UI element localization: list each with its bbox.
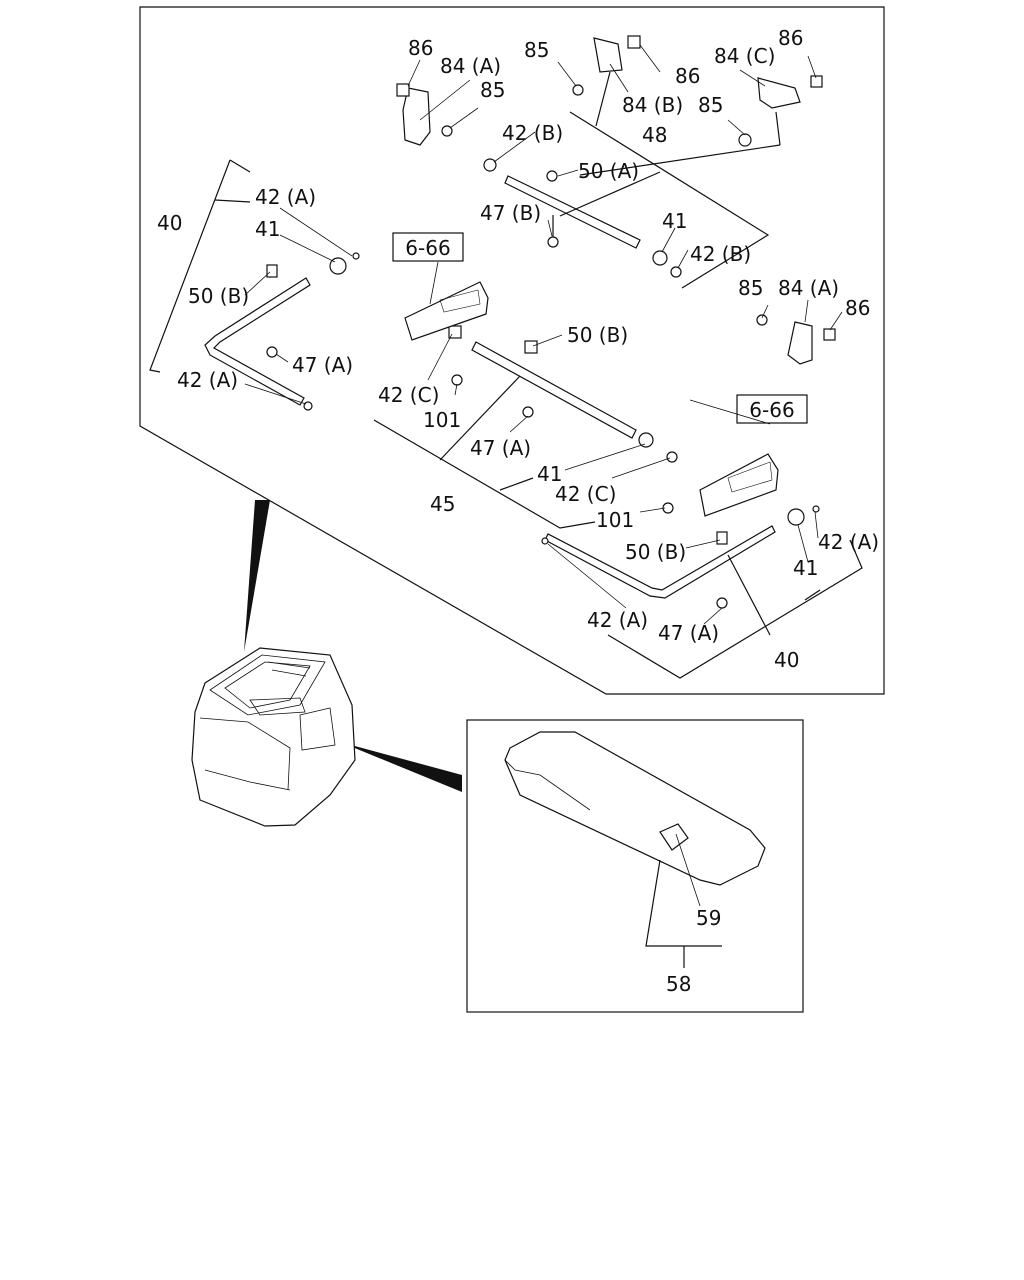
callout-58: 58	[666, 972, 691, 996]
callout-85: 85	[738, 276, 763, 300]
callout-50b: 50 (B)	[625, 540, 686, 564]
callout-50b: 50 (B)	[567, 323, 628, 347]
callout-85: 85	[698, 93, 723, 117]
callout-50a: 50 (A)	[578, 159, 639, 183]
group-brackets	[149, 71, 863, 968]
bracket-84a-right	[756, 314, 836, 365]
callout-45: 45	[430, 492, 455, 516]
callout-42c: 42 (C)	[555, 482, 616, 506]
callout-47a: 47 (A)	[292, 353, 353, 377]
callout-101: 101	[596, 508, 634, 532]
callout-86: 86	[778, 26, 803, 50]
callout-47b: 47 (B)	[480, 201, 541, 225]
vehicle-body	[191, 647, 356, 827]
callout-40: 40	[774, 648, 799, 672]
leader-lines	[244, 44, 843, 907]
callout-84a: 84 (A)	[778, 276, 839, 300]
callout-85: 85	[524, 38, 549, 62]
callout-41: 41	[537, 462, 562, 486]
callout-47a: 47 (A)	[470, 436, 531, 460]
bracket-84b	[572, 35, 641, 96]
callout-41: 41	[793, 556, 818, 580]
callout-47a: 47 (A)	[658, 621, 719, 645]
callout-84b: 84 (B)	[622, 93, 683, 117]
rail-48	[483, 158, 682, 278]
inset-frame	[466, 719, 804, 1013]
bracket-84a-top	[396, 83, 453, 146]
callout-42c: 42 (C)	[378, 383, 439, 407]
callout-42a: 42 (A)	[255, 185, 316, 209]
callout-41: 41	[255, 217, 280, 241]
callout-42b: 42 (B)	[502, 121, 563, 145]
callout-86: 86	[845, 296, 870, 320]
ref-label-right: 6-66	[749, 398, 794, 422]
callout-42a: 42 (A)	[818, 530, 879, 554]
callout-42a: 42 (A)	[177, 368, 238, 392]
callout-59: 59	[696, 906, 721, 930]
callout-labels: 86 84 (A) 85 85 86 84 (B) 84 (C) 86 85 4…	[157, 26, 879, 996]
ref-box-left	[392, 232, 464, 262]
callout-101: 101	[423, 408, 461, 432]
callout-40: 40	[157, 211, 182, 235]
callout-84a: 84 (A)	[440, 54, 501, 78]
callout-85: 85	[480, 78, 505, 102]
pointer-wedge-main	[244, 500, 270, 652]
trim-panel-left	[404, 281, 489, 341]
callout-50b: 50 (B)	[188, 284, 249, 308]
ref-label-left: 6-66	[405, 236, 450, 260]
pointer-wedge-inset	[340, 742, 462, 792]
callout-42b: 42 (B)	[690, 242, 751, 266]
callout-42a: 42 (A)	[587, 608, 648, 632]
rail-40-right	[541, 505, 820, 609]
callout-84c: 84 (C)	[714, 44, 775, 68]
main-frame	[139, 6, 885, 695]
trim-panel-right	[699, 453, 779, 517]
callout-86: 86	[408, 36, 433, 60]
callout-48: 48	[642, 123, 667, 147]
rail-45	[448, 325, 678, 514]
callout-41: 41	[662, 209, 687, 233]
bracket-84c	[738, 75, 823, 147]
sun-visor	[504, 731, 766, 886]
callout-86: 86	[675, 64, 700, 88]
ref-box-right	[736, 394, 808, 424]
